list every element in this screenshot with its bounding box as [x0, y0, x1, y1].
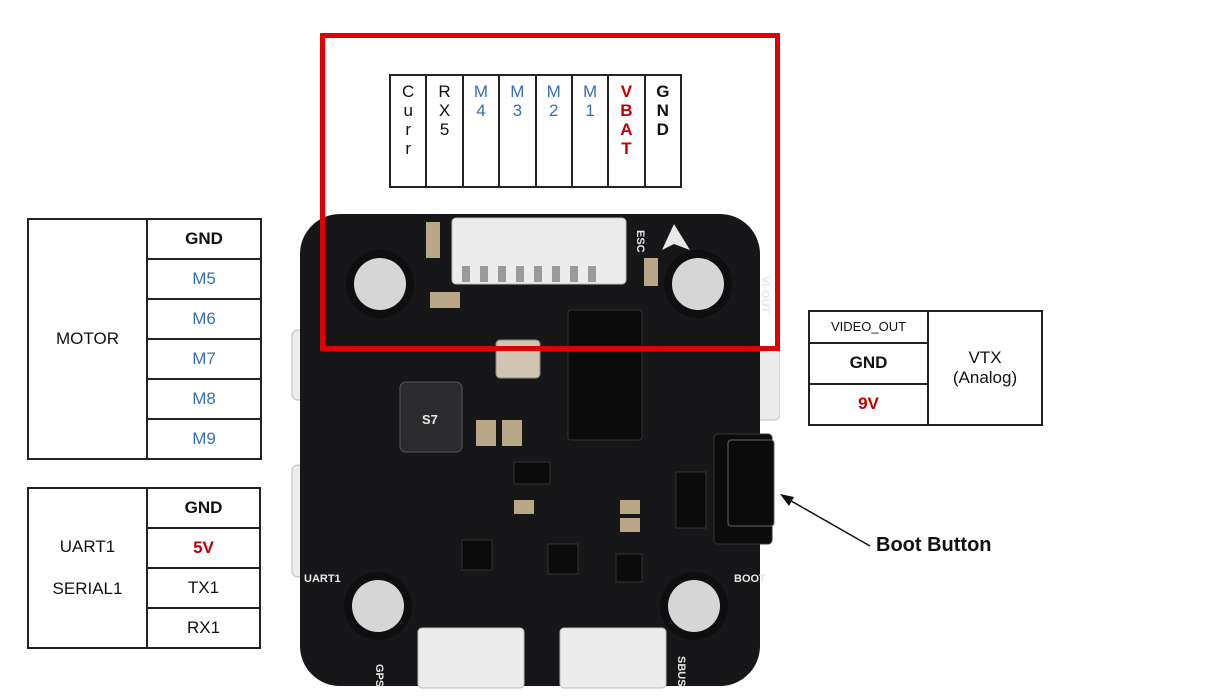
- uart1-label: UART1: [59, 537, 116, 556]
- esc-pin-char: D: [656, 120, 669, 139]
- esc-pin-char: 4: [476, 101, 486, 120]
- board-illustration: S7 ESC VI-OUT UART1 BOOT GPS SBUS: [291, 214, 781, 689]
- uart1-pin-tx1: TX1: [146, 567, 261, 609]
- uart1-group-label: UART1 SERIAL1: [27, 487, 148, 649]
- esc-pin-char: T: [621, 139, 632, 158]
- boot-button-annotation: Boot Button: [876, 534, 992, 556]
- esc-silkscreen: ESC: [634, 230, 646, 253]
- vtx-pin-gnd: GND: [808, 341, 929, 385]
- motor-pin-m5: M5: [146, 258, 262, 300]
- motor-pin-m6: M6: [146, 298, 262, 340]
- esc-pin-char: N: [656, 101, 669, 120]
- esc-pin-char: M: [582, 82, 598, 101]
- boot-annotation-arrow: [780, 494, 871, 547]
- boot-silkscreen: BOOT: [734, 573, 766, 585]
- vtx-pin-9v: 9V: [808, 382, 929, 427]
- motor-pin-table: MOTOR GND M5 M6 M7 M8 M9: [27, 218, 262, 460]
- esc-pin-char: u: [403, 101, 413, 120]
- esc-pin-char: R: [438, 82, 451, 101]
- motor-pin-m9: M9: [146, 418, 262, 460]
- motor-pin-m7: M7: [146, 338, 262, 380]
- buzzer: [399, 381, 463, 453]
- vtx-pin-video-out: VIDEO_OUT: [808, 310, 929, 344]
- esc-pin-char: 3: [512, 101, 523, 120]
- sbus-connector: [559, 627, 667, 689]
- esc-pin-char: M: [546, 82, 561, 101]
- esc-pin-char: C: [402, 82, 415, 101]
- esc-pin-char: r: [405, 120, 412, 139]
- uart1-silkscreen: UART1: [304, 573, 341, 585]
- gps-silkscreen: GPS: [373, 664, 385, 687]
- uart1-pin-rx1: RX1: [146, 607, 261, 649]
- pcb: [300, 214, 760, 686]
- motor-pin-m8: M8: [146, 378, 262, 420]
- sbus-silkscreen: SBUS: [675, 656, 687, 687]
- esc-pin-char: X: [438, 101, 451, 120]
- esc-pin-char: V: [620, 82, 633, 101]
- esc-pin-char: M: [510, 82, 525, 101]
- serial1-label: SERIAL1: [52, 579, 123, 598]
- esc-pin-char: M: [473, 82, 489, 101]
- boot-button: [727, 439, 775, 527]
- esc-pin-char: 1: [585, 101, 595, 120]
- esc-highlight-box: [320, 33, 780, 351]
- brand-logo-icon: [662, 224, 690, 250]
- buzzer-label: S7: [422, 412, 438, 427]
- esc-pin-char: A: [620, 120, 633, 139]
- motor-pin-gnd: GND: [146, 218, 262, 260]
- esc-pin-char: B: [620, 101, 633, 120]
- esc-pin-char: G: [656, 82, 670, 101]
- vtx-pin-table: VIDEO_OUT VTX (Analog) GND 9V: [808, 310, 1043, 427]
- esc-pin-char: 5: [439, 120, 450, 139]
- vtx-analog-label: (Analog): [952, 368, 1018, 387]
- uart1-pin-table: UART1 SERIAL1 GND 5V TX1 RX1: [27, 487, 261, 649]
- vi-out-silkscreen: VI-OUT: [759, 276, 771, 314]
- esc-pin-char: 2: [548, 101, 559, 120]
- esc-pin-char: r: [405, 139, 412, 158]
- gps-connector: [417, 627, 525, 689]
- esc-connector: [451, 217, 627, 285]
- uart1-pin-5v: 5V: [146, 527, 261, 569]
- motor-group-label: MOTOR: [27, 218, 148, 460]
- flight-controller-board: S7 ESC VI-OUT UART1 BOOT GPS SBUS: [290, 210, 781, 690]
- vtx-group-label: VTX (Analog): [927, 310, 1043, 426]
- vtx-label: VTX: [968, 348, 1002, 367]
- mcu-chip: [567, 309, 643, 441]
- uart1-pin-gnd: GND: [146, 487, 261, 529]
